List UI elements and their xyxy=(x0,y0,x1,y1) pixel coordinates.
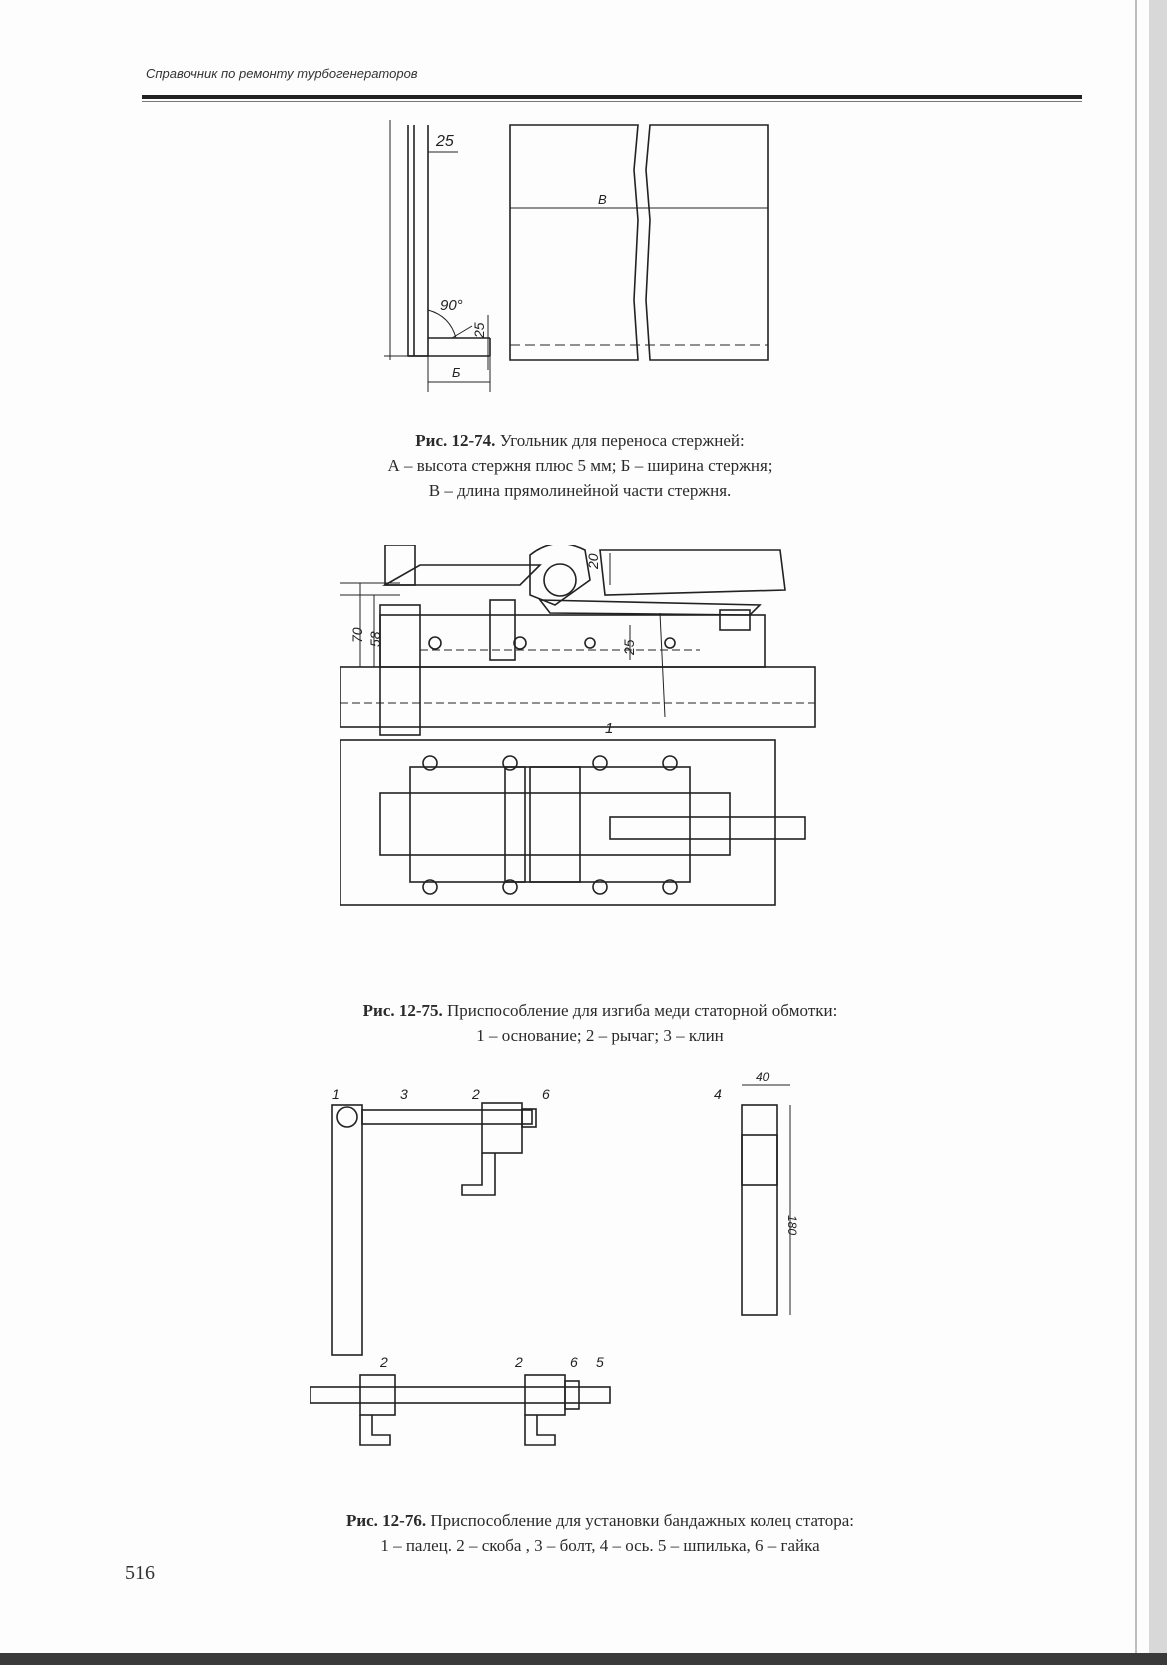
callout-3-top: 3 xyxy=(400,1086,408,1102)
lever-handle-plan xyxy=(609,816,806,840)
callout-2-bottom-right: 2 xyxy=(514,1354,523,1370)
angle-label: 90° xyxy=(440,297,463,314)
caption-12-76-title: Приспособление для установки бандажных к… xyxy=(430,1511,855,1530)
dim-a-label: А xyxy=(380,222,384,233)
page-edge xyxy=(1149,0,1167,1665)
callout-1: 1 xyxy=(605,720,613,737)
square-outer-edge xyxy=(407,125,429,357)
caption-12-75-line2: 1 – основание; 2 – рычаг; 3 – клин xyxy=(476,1026,724,1045)
callout-2-bottom-left: 2 xyxy=(379,1354,388,1370)
dim-25: 25 xyxy=(621,639,637,656)
bolt-3 xyxy=(361,1109,533,1125)
bar-panel-left xyxy=(509,124,639,361)
dim-58: 58 xyxy=(367,631,383,647)
angle-arc xyxy=(427,309,457,339)
bracket-2-right xyxy=(524,1374,566,1416)
base-side xyxy=(340,666,816,728)
callout-3: 3 xyxy=(428,545,437,547)
callout-6-bottom: 6 xyxy=(570,1354,578,1370)
caption-12-74-line2: А – высота стержня плюс 5 мм; Б – ширина… xyxy=(387,456,773,475)
dim-180: 180 xyxy=(785,1215,799,1235)
dim-40: 40 xyxy=(756,1070,770,1084)
caption-12-75: Рис. 12-75. Приспособление для изгиба ме… xyxy=(240,998,960,1048)
figure-12-76-drawing: 1 3 2 6 4 40 180 2 2 6 5 xyxy=(310,1070,799,1446)
caption-12-76-label: Рис. 12-76. xyxy=(345,1511,427,1530)
lever-head xyxy=(529,545,591,606)
caption-12-75-label: Рис. 12-75. xyxy=(362,1001,443,1020)
bar-panel-right xyxy=(645,124,769,361)
dim-b-label: Б xyxy=(452,365,461,380)
stud-5 xyxy=(310,1386,611,1404)
bracket-2-left xyxy=(359,1374,396,1416)
callout-5: 5 xyxy=(596,1354,604,1370)
bracket-2 xyxy=(481,1102,523,1154)
wedge-bolt xyxy=(379,604,421,736)
figure-12-75-drawing: 3 2 1 20 70 58 25 xyxy=(340,545,816,906)
bottom-band xyxy=(0,1653,1167,1665)
figure-12-74-drawing: 25 А 90° 25 Б В xyxy=(380,120,769,392)
dim-v-label: В xyxy=(598,192,607,207)
caption-12-75-title: Приспособление для изгиба меди статорной… xyxy=(447,1001,838,1020)
caption-12-74: Рис. 12-74. Угольник для переноса стержн… xyxy=(240,428,920,503)
running-head: Справочник по ремонту турбогенераторов xyxy=(146,66,418,81)
wedge-3 xyxy=(384,545,416,586)
clamp-plate xyxy=(381,564,542,586)
finger-1 xyxy=(331,1104,363,1356)
callout-2-top: 2 xyxy=(471,1086,480,1102)
lever-2 xyxy=(599,549,786,596)
callout-6-top: 6 xyxy=(542,1086,550,1102)
header-rule xyxy=(142,95,1082,99)
caption-12-76-line2: 1 – палец. 2 – скоба , 3 – болт, 4 – ось… xyxy=(380,1536,820,1555)
caption-12-74-title: Угольник для переноса стержней: xyxy=(499,431,745,450)
caption-12-74-label: Рис. 12-74. xyxy=(415,431,496,450)
caption-12-76: Рис. 12-76. Приспособление для установки… xyxy=(220,1508,980,1558)
base-plan xyxy=(340,739,776,906)
dim-70: 70 xyxy=(349,627,365,643)
dim-25-top: 25 xyxy=(435,133,454,150)
callout-1-top: 1 xyxy=(332,1086,340,1102)
block-side xyxy=(379,614,766,668)
side-view-bar xyxy=(741,1104,778,1316)
nut-6 xyxy=(564,1380,580,1410)
dim-25-side: 25 xyxy=(471,322,487,339)
block-plan xyxy=(409,766,691,883)
caption-12-74-line3: В – длина прямолинейной части стержня. xyxy=(428,481,732,500)
dim-20: 20 xyxy=(585,553,601,570)
header-rule-thin xyxy=(142,101,1082,102)
page-number: 516 xyxy=(125,1562,155,1584)
lever-pin xyxy=(543,563,577,597)
page-edge-line xyxy=(1135,0,1137,1665)
callout-4: 4 xyxy=(714,1086,722,1102)
